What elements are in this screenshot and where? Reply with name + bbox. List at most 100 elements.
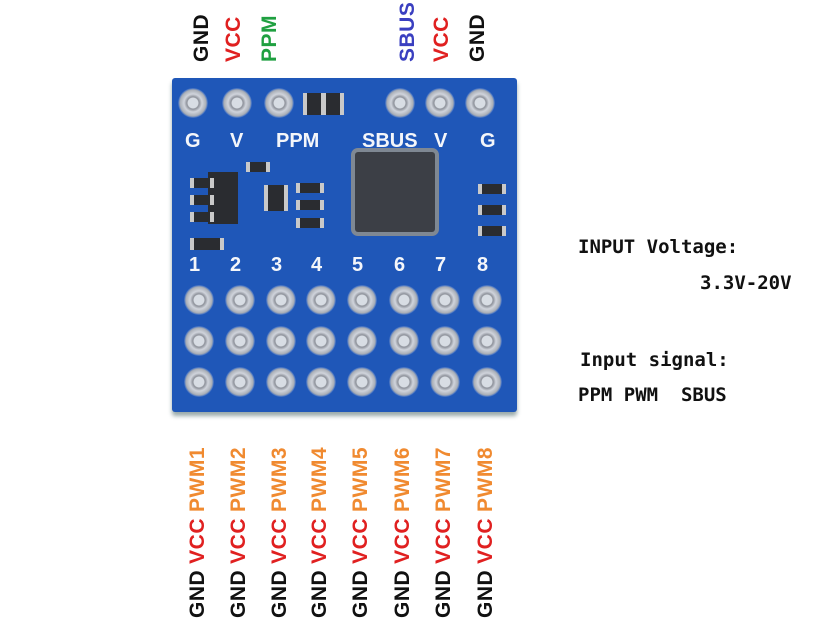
silk-g-left: G	[185, 130, 201, 152]
top-label-sbus: SBUS	[396, 1, 419, 62]
gnd-label: GND	[474, 569, 497, 618]
vcc-label: VCC	[391, 517, 414, 564]
servo-pin-hole	[472, 326, 502, 356]
servo-pin-hole	[225, 326, 255, 356]
silk-ppm: PPM	[276, 130, 320, 152]
servo-pin-hole	[472, 285, 502, 315]
gnd-label: GND	[349, 569, 372, 618]
smd-component	[322, 93, 344, 115]
vcc-label: VCC	[349, 517, 372, 564]
header-hole	[178, 88, 208, 118]
servo-pin-hole	[347, 285, 377, 315]
servo-pin-hole	[266, 285, 296, 315]
pcb-board	[172, 78, 517, 412]
gnd-label: GND	[268, 569, 291, 618]
top-label-vcc: VCC	[222, 16, 245, 62]
silk-v-left: V	[230, 130, 244, 152]
smd-component	[478, 205, 506, 215]
top-label-ppm: PPM	[258, 14, 281, 62]
servo-pin-hole	[306, 326, 336, 356]
gnd-label: GND	[308, 569, 331, 618]
channel-number: 5	[352, 254, 364, 276]
top-label-gnd: GND	[190, 13, 213, 62]
pwm-label: PWM3	[268, 446, 291, 512]
top-label-gnd: GND	[466, 13, 489, 62]
header-hole	[264, 88, 294, 118]
servo-pin-hole	[184, 285, 214, 315]
bottom-label-ch6: GND VCC PWM6	[391, 447, 415, 618]
header-hole	[465, 88, 495, 118]
vcc-label: VCC	[227, 517, 250, 564]
signal-title: Input signal:	[580, 349, 729, 371]
servo-pin-hole	[184, 367, 214, 397]
smd-component	[478, 226, 506, 236]
servo-pin-hole	[347, 326, 377, 356]
pwm-label: PWM4	[308, 446, 331, 512]
servo-pin-hole	[266, 367, 296, 397]
bottom-label-ch7: GND VCC PWM7	[432, 447, 456, 618]
servo-pin-hole	[266, 326, 296, 356]
servo-pin-hole	[225, 285, 255, 315]
pwm-label: PWM5	[349, 446, 372, 512]
servo-pin-hole	[306, 285, 336, 315]
silk-sbus: SBUS	[362, 130, 418, 152]
channel-number: 2	[230, 254, 242, 276]
smd-component	[296, 183, 324, 193]
pwm-label: PWM7	[432, 446, 455, 512]
gnd-label: GND	[227, 569, 250, 618]
smd-component	[296, 218, 324, 228]
gnd-label: GND	[186, 569, 209, 618]
pwm-label: PWM1	[186, 446, 209, 512]
gnd-label: GND	[391, 569, 414, 618]
voltage-value: 3.3V-20V	[700, 272, 792, 294]
bottom-label-ch8: GND VCC PWM8	[474, 447, 498, 618]
smd-component	[478, 184, 506, 194]
servo-pin-hole	[306, 367, 336, 397]
vcc-label: VCC	[308, 517, 331, 564]
pwm-label: PWM6	[391, 446, 414, 512]
bottom-label-ch3: GND VCC PWM3	[268, 447, 292, 618]
smd-component	[296, 200, 324, 210]
bottom-label-ch4: GND VCC PWM4	[308, 447, 332, 618]
servo-pin-hole	[389, 285, 419, 315]
smd-component	[246, 162, 270, 172]
servo-pin-hole	[430, 326, 460, 356]
bottom-label-ch1: GND VCC PWM1	[186, 447, 210, 618]
smd-component	[190, 178, 214, 188]
servo-pin-hole	[430, 285, 460, 315]
microcontroller-chip	[355, 152, 435, 232]
channel-number: 6	[394, 254, 406, 276]
servo-pin-hole	[389, 367, 419, 397]
silk-v-right: V	[434, 130, 448, 152]
smd-component	[264, 185, 288, 211]
channel-number: 1	[189, 254, 201, 276]
channel-number: 7	[435, 254, 447, 276]
smd-component	[190, 212, 214, 222]
channel-number: 8	[477, 254, 489, 276]
servo-pin-hole	[347, 367, 377, 397]
channel-number: 4	[311, 254, 323, 276]
vcc-label: VCC	[268, 517, 291, 564]
header-hole	[425, 88, 455, 118]
gnd-label: GND	[432, 569, 455, 618]
pwm-label: PWM2	[227, 446, 250, 512]
servo-pin-hole	[184, 326, 214, 356]
servo-pin-hole	[389, 326, 419, 356]
header-hole	[222, 88, 252, 118]
vcc-label: VCC	[474, 517, 497, 564]
smd-component	[190, 195, 214, 205]
voltage-title: INPUT Voltage:	[578, 236, 739, 258]
servo-pin-hole	[472, 367, 502, 397]
servo-pin-hole	[225, 367, 255, 397]
silk-g-right: G	[480, 130, 496, 152]
vcc-label: VCC	[186, 517, 209, 564]
servo-pin-hole	[430, 367, 460, 397]
pwm-label: PWM8	[474, 446, 497, 512]
signal-value: PPM PWM SBUS	[578, 384, 727, 406]
top-label-vcc: VCC	[430, 16, 453, 62]
channel-number: 3	[271, 254, 283, 276]
bottom-label-ch5: GND VCC PWM5	[349, 447, 373, 618]
vcc-label: VCC	[432, 517, 455, 564]
bottom-label-ch2: GND VCC PWM2	[227, 447, 251, 618]
